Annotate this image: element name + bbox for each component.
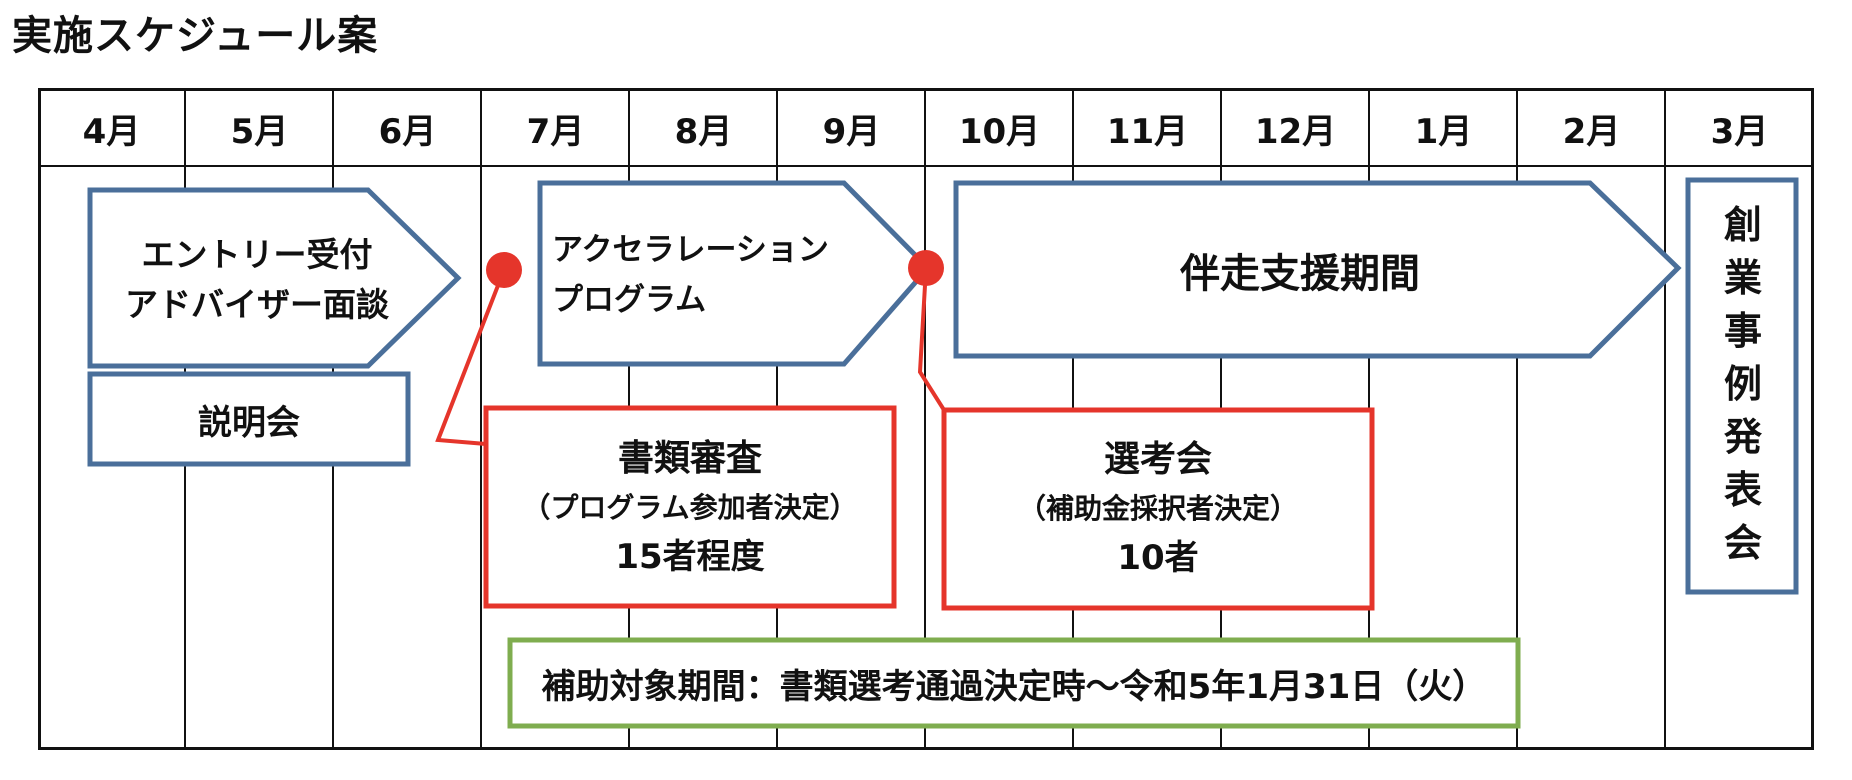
column-divider [480,88,482,750]
selection-title: 選考会 [1103,439,1212,480]
showcase-char: 会 [1723,520,1762,565]
document-review-title: 書類審査 [617,438,762,479]
acceleration-line-2: プログラム [552,282,707,318]
header-divider [38,165,1814,167]
showcase-char: 創 [1723,202,1762,247]
column-divider [1516,88,1518,750]
briefing-label: 説明会 [198,402,300,443]
entry-line-2: アドバイザー面談 [125,285,389,324]
month-header-apr: 4月 [82,111,141,152]
month-header-aug: 8月 [674,111,733,152]
month-header-jan: 1月 [1414,111,1473,152]
support-phase-arrow [953,180,1682,359]
month-header-sep: 9月 [822,111,881,152]
selection-box [941,407,1375,611]
acceleration-line-1: アクセラレーション [552,232,829,268]
document-review-count: 15者程度 [615,537,765,577]
showcase-char: 例 [1723,361,1762,406]
showcase-char: 事 [1723,308,1762,353]
showcase-label: 創 業 事 例 発 表 会 [1688,184,1798,584]
month-header-jun: 6月 [378,111,437,152]
support-phase-label: 伴走支援期間 [1180,251,1420,297]
showcase-char: 発 [1723,414,1762,459]
entry-phase-arrow [87,187,462,369]
showcase-char: 表 [1723,467,1762,512]
subsidy-period-label: 補助対象期間：書類選考通過決定時～令和5年1月31日（火） [541,666,1487,707]
month-header-oct: 10月 [958,111,1041,152]
month-header-jul: 7月 [526,111,585,152]
entry-line-1: エントリー受付 [141,235,373,274]
showcase-box [1685,177,1799,595]
selection-detail: （補助金採択者決定） [1017,492,1298,525]
month-header-nov: 11月 [1106,111,1189,152]
selection-count: 10者 [1117,538,1199,578]
column-divider [1664,88,1666,750]
month-header-dec: 12月 [1254,111,1337,152]
review-connector [435,269,506,446]
selection-milestone-dot [908,250,944,286]
selection-label: 選考会 （補助金採択者決定） 10者 [946,412,1370,606]
document-review-box [483,405,897,609]
entry-phase-label: エントリー受付 アドバイザー面談 [92,190,422,370]
document-review-detail: （プログラム参加者決定） [522,491,858,524]
month-header-feb: 2月 [1562,111,1621,152]
acceleration-phase-arrow [537,180,932,367]
schedule-table [38,88,1814,750]
showcase-char: 業 [1723,255,1762,300]
page-title: 実施スケジュール案 [12,13,379,59]
selection-connector [917,267,946,412]
briefing-box [87,371,411,467]
document-review-label: 書類審査 （プログラム参加者決定） 15者程度 [488,410,892,606]
month-header-mar: 3月 [1710,111,1769,152]
subsidy-period-box [507,637,1521,729]
review-milestone-dot [486,252,522,288]
acceleration-phase-label: アクセラレーション プログラム [552,190,852,360]
month-header-may: 5月 [230,111,289,152]
column-divider [924,88,926,750]
